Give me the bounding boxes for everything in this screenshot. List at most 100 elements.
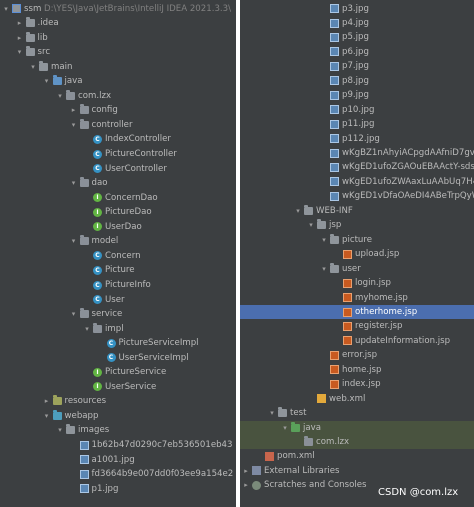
jsp-file-icon <box>343 307 352 317</box>
tree-node-user[interactable]: ▾user <box>240 262 474 276</box>
tree-node-idea[interactable]: ▸ .idea <box>0 16 236 30</box>
tree-node-controller[interactable]: ▾controller <box>0 118 236 132</box>
tree-node-login-jsp[interactable]: login.jsp <box>240 276 474 290</box>
tree-node-pom-xml[interactable]: pom.xml <box>240 449 474 463</box>
chevron-down-icon[interactable]: ▾ <box>296 206 300 215</box>
tree-node-com-lzx[interactable]: ▾com.lzx <box>0 89 236 103</box>
tree-node-p3-jpg[interactable]: p3.jpg <box>240 2 474 16</box>
chevron-down-icon[interactable]: ▾ <box>270 409 274 418</box>
chevron-down-icon[interactable]: ▾ <box>309 221 313 230</box>
tree-node-upload-jsp[interactable]: upload.jsp <box>240 247 474 261</box>
tree-node-fd3664b9e007dd0f03ee9a154e2[interactable]: fd3664b9e007dd0f03ee9a154e2 <box>0 467 236 481</box>
tree-node-p6-jpg[interactable]: p6.jpg <box>240 45 474 59</box>
tree-node-label: dao <box>91 178 108 189</box>
tree-node-updateinformation-jsp[interactable]: updateInformation.jsp <box>240 334 474 348</box>
tree-node-wkged1ufozwaaxluaabuq7h4[interactable]: wKgED1ufoZWAaxLuAAbUq7H4 <box>240 175 474 189</box>
tree-node-p4-jpg[interactable]: p4.jpg <box>240 16 474 30</box>
tree-node-p7-jpg[interactable]: p7.jpg <box>240 59 474 73</box>
tree-node-p11-jpg[interactable]: p11.jpg <box>240 117 474 131</box>
chevron-down-icon[interactable]: ▾ <box>44 411 49 420</box>
chevron-down-icon[interactable]: ▾ <box>85 324 89 333</box>
chevron-down-icon[interactable]: ▾ <box>58 426 62 435</box>
tree-node-main[interactable]: ▾main <box>0 60 236 74</box>
chevron-right-icon[interactable]: ▸ <box>244 466 248 475</box>
chevron-down-icon[interactable]: ▾ <box>71 310 76 319</box>
tree-node-dao[interactable]: ▾ dao <box>0 176 236 190</box>
tree-node-register-jsp[interactable]: register.jsp <box>240 319 474 333</box>
tree-node-myhome-jsp[interactable]: myhome.jsp <box>240 291 474 305</box>
tree-node-1b62b47d0290c7eb536501eb43[interactable]: 1b62b47d0290c7eb536501eb43 <box>0 438 236 452</box>
chevron-down-icon[interactable]: ▾ <box>44 77 49 86</box>
chevron-down-icon[interactable]: ▾ <box>71 120 76 129</box>
tree-node-com-lzx[interactable]: com.lzx <box>240 435 474 450</box>
tree-node-wkged1ufozgaouebaacty-sdsj[interactable]: wKgED1ufoZGAOuEBAActY-sdsJ <box>240 160 474 174</box>
tree-node-home-jsp[interactable]: home.jsp <box>240 363 474 377</box>
tree-node-label: updateInformation.jsp <box>355 335 451 346</box>
chevron-right-icon[interactable]: ▸ <box>17 33 22 42</box>
chevron-down-icon[interactable]: ▾ <box>58 91 62 100</box>
tree-node-scratches-and-consoles[interactable]: ▸Scratches and Consoles <box>240 478 474 492</box>
tree-node-picture[interactable]: ▾picture <box>240 233 474 247</box>
chevron-right-icon[interactable]: ▸ <box>71 106 76 115</box>
tree-node-otherhome-jsp[interactable]: otherhome.jsp <box>240 304 474 320</box>
chevron-down-icon[interactable]: ▾ <box>17 48 22 57</box>
tree-node-webapp[interactable]: ▾webapp <box>0 409 236 423</box>
tree-node-test[interactable]: ▾test <box>240 406 474 420</box>
tree-node-src[interactable]: ▾src <box>0 45 236 59</box>
tree-node-images[interactable]: ▾images <box>0 423 236 437</box>
chevron-down-icon[interactable]: ▾ <box>31 62 35 71</box>
tree-node-p112-jpg[interactable]: p112.jpg <box>240 132 474 146</box>
tree-node-a1001-jpg[interactable]: a1001.jpg <box>0 453 236 467</box>
tree-node-label: .idea <box>37 18 59 29</box>
chevron-right-icon[interactable]: ▸ <box>17 19 22 28</box>
chevron-down-icon[interactable]: ▾ <box>283 423 287 432</box>
chevron-down-icon[interactable]: ▾ <box>4 4 8 13</box>
image-file-icon <box>330 90 339 100</box>
class-icon: C <box>93 265 102 275</box>
tree-node-p10-jpg[interactable]: p10.jpg <box>240 103 474 117</box>
tree-node-wkged1vdfaoaedi4abetrpqyw[interactable]: wKgED1vDfaOAeDI4ABeTrpQyW <box>240 189 474 203</box>
tree-node-model[interactable]: ▾model <box>0 234 236 248</box>
tree-node-java[interactable]: ▾java <box>240 420 474 435</box>
chevron-down-icon[interactable]: ▾ <box>71 179 76 188</box>
chevron-down-icon[interactable]: ▾ <box>322 264 326 273</box>
tree-node-jsp[interactable]: ▾jsp <box>240 218 474 232</box>
tree-node-p8-jpg[interactable]: p8.jpg <box>240 74 474 88</box>
tree-node-external-libraries[interactable]: ▸External Libraries <box>240 464 474 478</box>
tree-node-web-inf[interactable]: ▾WEB-INF <box>240 204 474 218</box>
tree-node-error-jsp[interactable]: error.jsp <box>240 348 474 362</box>
tree-node-p1-jpg[interactable]: p1.jpg <box>0 482 236 496</box>
tree-node-index-jsp[interactable]: index.jsp <box>240 377 474 391</box>
tree-node-service[interactable]: ▾service <box>0 307 236 321</box>
tree-node-resources[interactable]: ▸resources <box>0 394 236 408</box>
chevron-down-icon[interactable]: ▾ <box>71 237 76 246</box>
tree-node-java[interactable]: ▾java <box>0 74 236 88</box>
tree-node-web-xml[interactable]: web.xml <box>240 392 474 406</box>
tree-node-config[interactable]: ▸config <box>0 103 236 117</box>
tree-node-wkgbz1nahyiacpgdaafnid7gvw[interactable]: wKgBZ1nAhyiACpgdAAfniD7gvw <box>240 146 474 160</box>
chevron-down-icon[interactable]: ▾ <box>322 235 326 244</box>
tree-node-impl[interactable]: ▾impl <box>0 322 236 336</box>
chevron-right-icon[interactable]: ▸ <box>44 397 49 406</box>
tree-node-p5-jpg[interactable]: p5.jpg <box>240 30 474 44</box>
chevron-right-icon[interactable]: ▸ <box>244 481 248 490</box>
tree-node-lib[interactable]: ▸lib <box>0 31 236 45</box>
tree-node-p9-jpg[interactable]: p9.jpg <box>240 88 474 102</box>
